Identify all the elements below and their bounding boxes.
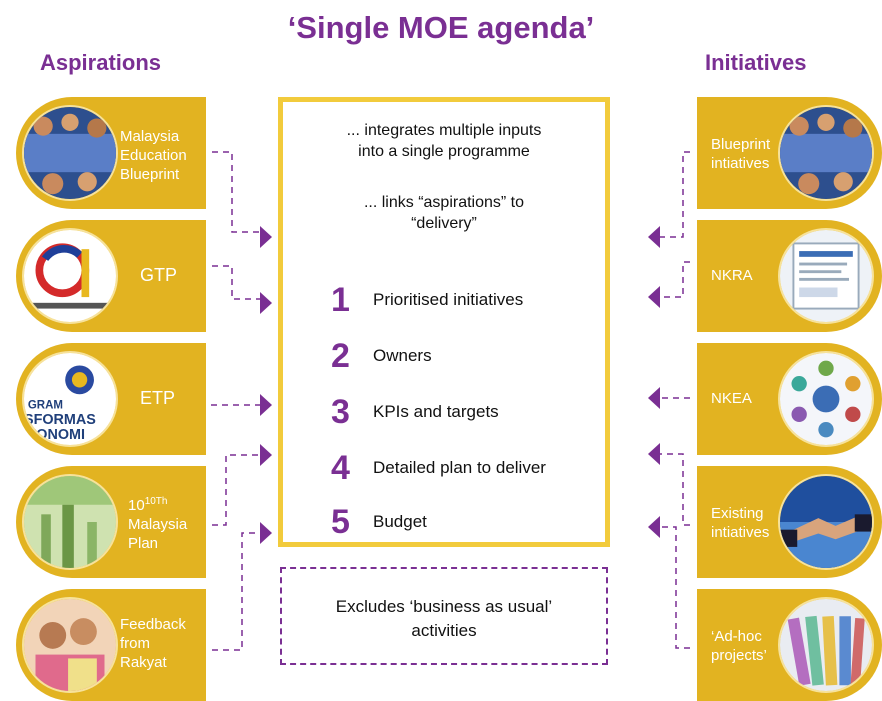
nkra-document-image <box>778 228 874 324</box>
aspiration-gtp: GTP <box>16 220 206 332</box>
initiative-existing: Existing intiatives <box>697 466 882 578</box>
gtp-logo-image <box>22 228 118 324</box>
blueprint-cover-image <box>22 105 118 201</box>
agenda-box: ... integrates multiple inputs into a si… <box>278 97 610 547</box>
initiative-blueprint: Blueprint intiatives <box>697 97 882 209</box>
etp-logo-image: GRAM SFORMAS KONOMI <box>22 351 118 447</box>
initiative-nkra: NKRA <box>697 220 882 332</box>
arrow-head-icon <box>260 394 272 416</box>
arrow-head-icon <box>648 286 660 308</box>
item-number: 2 <box>331 337 350 375</box>
initiative-label: ‘Ad-hoc projects’ <box>711 628 767 664</box>
malaysia-plan-cover-image <box>22 474 118 570</box>
rakyat-photo-image <box>22 597 118 693</box>
arrow-head-icon <box>648 226 660 248</box>
aspiration-label: GTP <box>140 265 178 285</box>
intro-integrates: ... integrates multiple inputs into a si… <box>346 122 542 160</box>
arrow-head-icon <box>260 226 272 248</box>
arrow-head-icon <box>260 522 272 544</box>
initiatives-heading: Initiatives <box>705 50 807 75</box>
initiative-ad-hoc: ‘Ad-hoc projects’ <box>697 589 882 701</box>
arrow-head-icon <box>648 443 660 465</box>
item-text: Owners <box>373 346 432 365</box>
aspiration-label: 1010Th Malaysia Plan <box>128 496 188 552</box>
aspiration-label: ETP <box>140 388 176 408</box>
item-text: KPIs and targets <box>373 402 499 421</box>
svg-text:KONOMI: KONOMI <box>26 427 85 443</box>
intro-links: ... links “aspirations” to “delivery” <box>363 194 525 232</box>
item-number: 5 <box>331 503 350 541</box>
item-text: Detailed plan to deliver <box>373 458 546 477</box>
initiative-nkea: NKEA <box>697 343 882 455</box>
aspiration-feedback-rakyat: Feedback from Rakyat <box>16 589 206 701</box>
handshake-image <box>778 474 874 570</box>
aspiration-10th-malaysia-plan: 1010Th Malaysia Plan <box>16 466 206 578</box>
initiative-label: NKRA <box>711 267 753 284</box>
arrow-head-icon <box>648 516 660 538</box>
exclusion-text: Excludes ‘business as usual’ activities <box>335 597 553 640</box>
arrow-head-icon <box>260 292 272 314</box>
aspiration-etp: GRAM SFORMAS KONOMI ETP <box>16 343 206 455</box>
svg-text:GRAM: GRAM <box>28 400 63 412</box>
aspirations-heading: Aspirations <box>40 50 162 75</box>
arrow-head-icon <box>260 444 272 466</box>
item-number: 3 <box>331 393 350 431</box>
item-text: Prioritised initiatives <box>373 290 524 309</box>
initiative-label: Existing intiatives <box>711 505 770 541</box>
aspiration-label: Feedback from Rakyat <box>120 616 186 671</box>
item-number: 1 <box>331 281 350 319</box>
aspiration-blueprint: Malaysia Education Blueprint <box>16 97 206 209</box>
exclusion-note: Excludes ‘business as usual’ activities <box>280 567 608 665</box>
initiative-label: Blueprint intiatives <box>711 136 771 172</box>
item-text: Budget <box>373 512 427 531</box>
blueprint-cover-image <box>778 105 874 201</box>
aspiration-label: Malaysia Education Blueprint <box>120 128 187 183</box>
nkea-diagram-image <box>778 351 874 447</box>
svg-text:SFORMAS: SFORMAS <box>24 412 96 428</box>
initiative-label: NKEA <box>711 390 752 407</box>
folders-image <box>778 597 874 693</box>
item-number: 4 <box>331 449 350 487</box>
page-title: ‘Single MOE agenda’ <box>287 10 595 45</box>
arrow-head-icon <box>648 387 660 409</box>
